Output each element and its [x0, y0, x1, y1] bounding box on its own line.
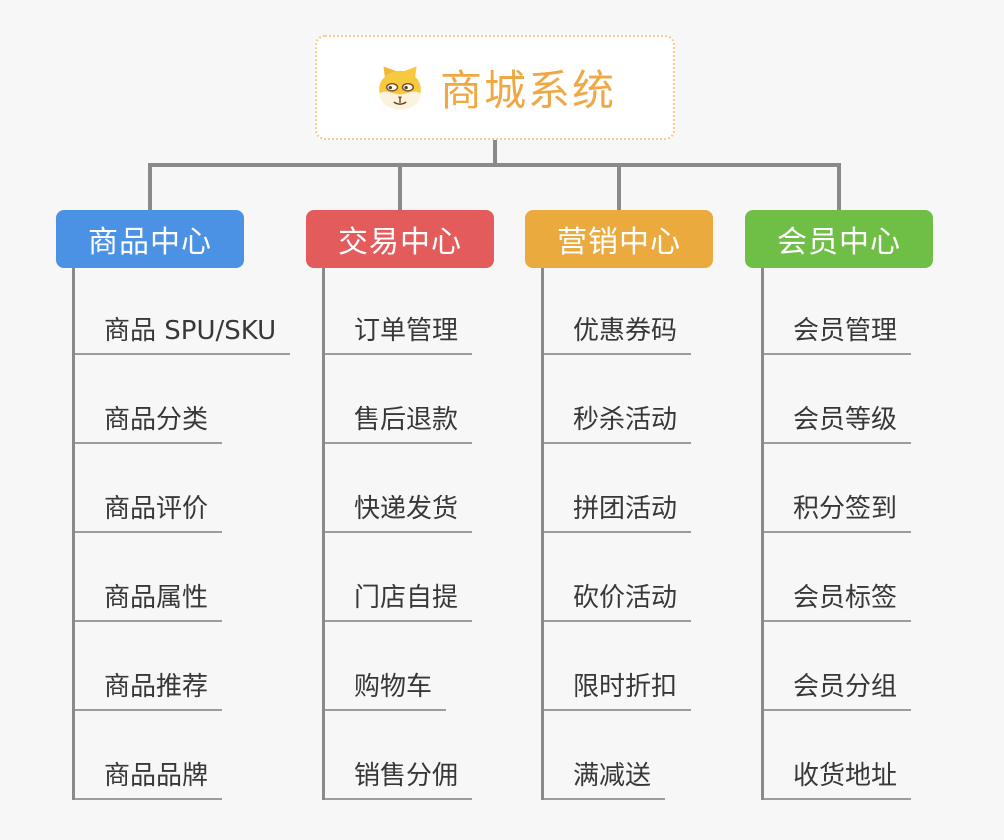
- leaf-label: 订单管理: [354, 316, 459, 347]
- leaf-node[interactable]: 商品 SPU/SKU: [72, 266, 291, 355]
- branch-label: 营销中心: [557, 225, 681, 260]
- leaf-node[interactable]: 收货地址: [761, 711, 912, 800]
- branch-children-column: 商品 SPU/SKU 商品分类 商品评价 商品属性 商品推荐 商品品牌: [72, 266, 291, 800]
- branch-node-3[interactable]: 会员中心: [745, 210, 933, 268]
- leaf-label: 会员等级: [793, 405, 898, 436]
- leaf-node[interactable]: 限时折扣: [541, 622, 692, 711]
- leaf-label: 商品品牌: [104, 761, 209, 792]
- leaf-label: 商品推荐: [104, 672, 209, 703]
- leaf-label: 门店自提: [354, 583, 459, 614]
- connector-spine-line: [322, 268, 325, 800]
- leaf-node[interactable]: 拼团活动: [541, 444, 692, 533]
- leaf-node[interactable]: 商品属性: [72, 533, 223, 622]
- leaf-label: 商品分类: [104, 405, 209, 436]
- connector-horizontal-line: [148, 163, 841, 167]
- connector-root-stub: [493, 138, 497, 167]
- connector-spine-line: [541, 268, 544, 800]
- branch-children-column: 订单管理 售后退款 快递发货 门店自提 购物车 销售分佣: [322, 266, 473, 800]
- leaf-label: 砍价活动: [573, 583, 678, 614]
- leaf-node[interactable]: 快递发货: [322, 444, 473, 533]
- leaf-node[interactable]: 商品推荐: [72, 622, 223, 711]
- leaf-node[interactable]: 满减送: [541, 711, 666, 800]
- branch-node-2[interactable]: 营销中心: [525, 210, 713, 268]
- leaf-label: 收货地址: [793, 761, 898, 792]
- leaf-node[interactable]: 购物车: [322, 622, 447, 711]
- leaf-label: 商品 SPU/SKU: [104, 316, 277, 347]
- leaf-label: 售后退款: [354, 405, 459, 436]
- leaf-node[interactable]: 销售分佣: [322, 711, 473, 800]
- dog-face-icon: [379, 65, 421, 110]
- leaf-node[interactable]: 秒杀活动: [541, 355, 692, 444]
- leaf-node[interactable]: 订单管理: [322, 266, 473, 355]
- branch-label: 交易中心: [338, 225, 462, 260]
- leaf-node[interactable]: 商品评价: [72, 444, 223, 533]
- leaf-node[interactable]: 会员管理: [761, 266, 912, 355]
- connector-drop-line: [617, 163, 621, 210]
- root-title: 商城系统: [439, 66, 616, 115]
- connector-drop-line: [398, 163, 402, 210]
- leaf-label: 拼团活动: [573, 494, 678, 525]
- leaf-label: 会员分组: [793, 672, 898, 703]
- leaf-node[interactable]: 售后退款: [322, 355, 473, 444]
- connector-spine-line: [72, 268, 75, 800]
- branch-children-column: 优惠券码 秒杀活动 拼团活动 砍价活动 限时折扣 满减送: [541, 266, 692, 800]
- leaf-label: 购物车: [354, 672, 433, 703]
- branch-node-1[interactable]: 交易中心: [306, 210, 494, 268]
- leaf-node[interactable]: 优惠券码: [541, 266, 692, 355]
- leaf-node[interactable]: 砍价活动: [541, 533, 692, 622]
- connector-drop-line: [148, 163, 152, 210]
- connector-drop-line: [837, 163, 841, 210]
- leaf-label: 会员标签: [793, 583, 898, 614]
- root-node[interactable]: 商城系统: [315, 35, 675, 140]
- branch-label: 会员中心: [777, 225, 901, 260]
- leaf-node[interactable]: 会员分组: [761, 622, 912, 711]
- leaf-node[interactable]: 积分签到: [761, 444, 912, 533]
- leaf-label: 限时折扣: [573, 672, 678, 703]
- leaf-label: 销售分佣: [354, 761, 459, 792]
- leaf-label: 满减送: [573, 761, 652, 792]
- branch-node-0[interactable]: 商品中心: [56, 210, 244, 268]
- leaf-node[interactable]: 门店自提: [322, 533, 473, 622]
- leaf-label: 积分签到: [793, 494, 898, 525]
- connector-spine-line: [761, 268, 764, 800]
- branch-children-column: 会员管理 会员等级 积分签到 会员标签 会员分组 收货地址: [761, 266, 912, 800]
- leaf-label: 快递发货: [354, 494, 459, 525]
- leaf-label: 秒杀活动: [573, 405, 678, 436]
- leaf-label: 优惠券码: [573, 316, 678, 347]
- leaf-node[interactable]: 会员标签: [761, 533, 912, 622]
- branch-label: 商品中心: [88, 225, 212, 260]
- leaf-node[interactable]: 会员等级: [761, 355, 912, 444]
- leaf-label: 商品评价: [104, 494, 209, 525]
- leaf-node[interactable]: 商品分类: [72, 355, 223, 444]
- leaf-label: 会员管理: [793, 316, 898, 347]
- leaf-label: 商品属性: [104, 583, 209, 614]
- leaf-node[interactable]: 商品品牌: [72, 711, 223, 800]
